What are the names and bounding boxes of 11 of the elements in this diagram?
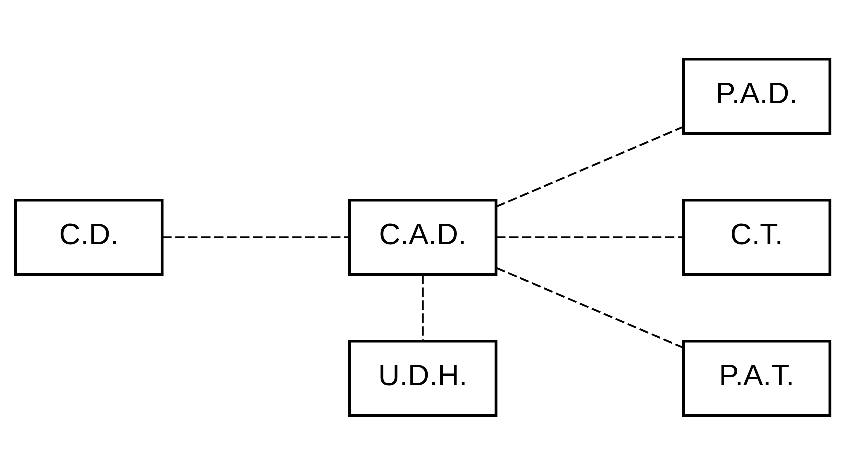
node-box: P.A.T. — [682, 340, 832, 417]
connector — [496, 236, 684, 238]
connector — [496, 126, 684, 208]
connector — [496, 267, 684, 349]
connector — [422, 274, 424, 342]
node-box: C.D. — [14, 199, 164, 276]
node-box: P.A.D. — [682, 58, 832, 136]
node-box: U.D.H. — [348, 340, 498, 417]
connector — [162, 236, 350, 238]
node-box: C.A.D. — [348, 199, 498, 276]
node-box: C.T. — [682, 199, 832, 276]
